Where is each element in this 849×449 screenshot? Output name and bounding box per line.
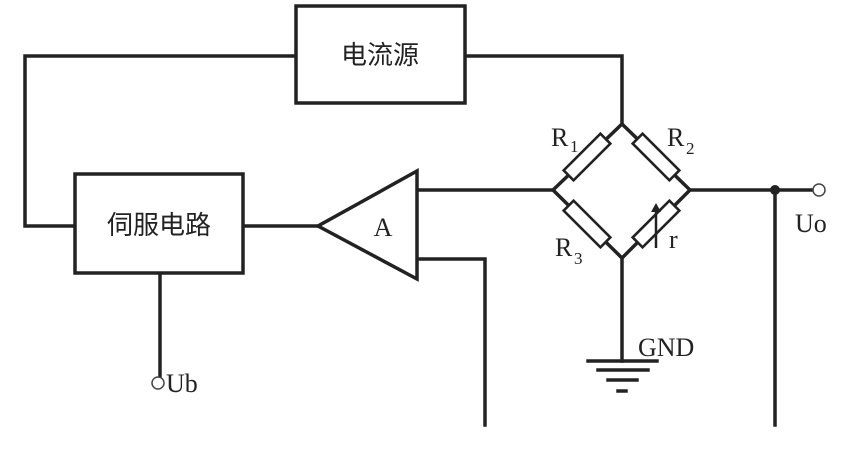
resistors (561, 131, 682, 250)
ground-label: GND (638, 333, 694, 362)
resistor-r2 (630, 131, 682, 183)
r2-subscript: 2 (686, 139, 695, 158)
bias-terminal-circle (151, 376, 165, 390)
r1-subscript: 1 (570, 137, 579, 156)
r3-label: R (555, 233, 573, 262)
wire-servo-to-current-source (23, 54, 298, 228)
variable-arrow-head (651, 203, 661, 212)
wire-current-source-to-bridge (463, 54, 624, 126)
r-variable-label: r (669, 225, 678, 254)
output-junction-dot (770, 185, 780, 195)
servo-circuit-block: 伺服电路 (73, 172, 245, 275)
current-source-label: 电流源 (341, 41, 419, 71)
bias-terminal: Ub (151, 369, 198, 398)
resistor-r3 (561, 198, 613, 250)
bias-label: Ub (166, 369, 198, 398)
resistor-labels: R 1 R 2 R 3 r (551, 123, 695, 268)
resistor-r1 (561, 131, 613, 183)
r2-label: R (667, 123, 685, 152)
amplifier: A (314, 168, 419, 282)
output-terminal-circle (812, 183, 826, 197)
r1-label: R (551, 123, 569, 152)
output-terminal: Uo (770, 183, 827, 238)
ground-symbol: GND (586, 333, 694, 393)
r3-subscript: 3 (574, 249, 583, 268)
wire-amp-minus-down (415, 257, 487, 427)
current-source-block: 电流源 (294, 4, 467, 105)
servo-circuit-label: 伺服电路 (107, 211, 211, 241)
amplifier-label: A (374, 213, 393, 242)
output-label: Uo (795, 209, 827, 238)
